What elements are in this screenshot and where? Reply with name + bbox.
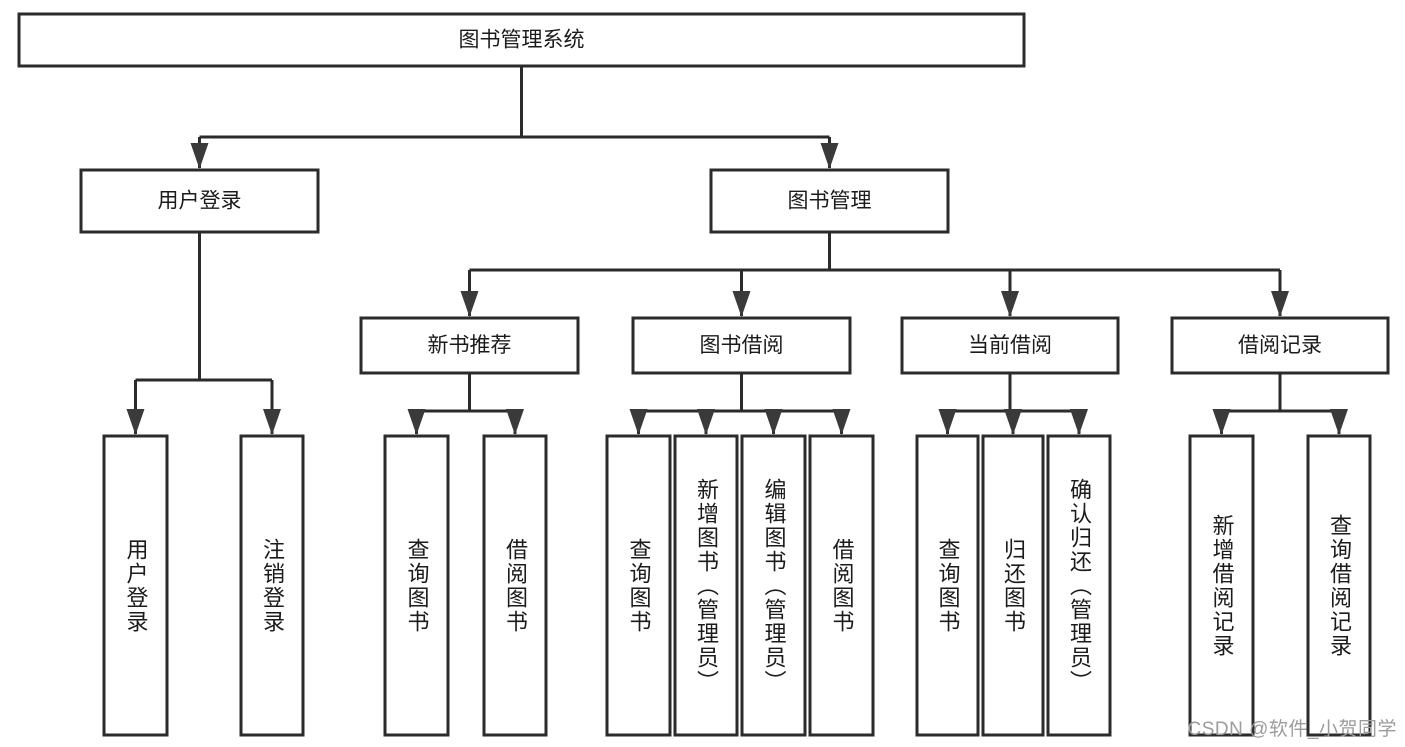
- arrow-down-icon: [1001, 291, 1019, 317]
- arrow-down-icon: [697, 409, 715, 435]
- node-box-leaf-edit-book[interactable]: [740, 434, 807, 737]
- node-box-book-manage[interactable]: [709, 168, 950, 234]
- node-box-book-borrow[interactable]: [631, 316, 852, 375]
- arrow-down-icon: [629, 409, 648, 435]
- node-label-current-borrow: 当前借阅: [968, 334, 1052, 357]
- node-label-user-login: 用户登录: [158, 190, 242, 213]
- node-box-leaf-logout[interactable]: [239, 434, 305, 737]
- node-label-book-borrow: 图书借阅: [700, 334, 784, 357]
- node-box-leaf-confirm-return[interactable]: [1046, 434, 1112, 737]
- node-label-root: 图书管理系统: [459, 29, 585, 52]
- node-box-leaf-borrow-book-2[interactable]: [808, 434, 875, 737]
- arrow-down-icon: [1212, 409, 1231, 435]
- node-box-leaf-query-record[interactable]: [1306, 434, 1372, 737]
- arrow-down-icon: [1330, 409, 1348, 435]
- arrow-down-icon: [126, 409, 145, 435]
- node-box-root[interactable]: [17, 12, 1026, 68]
- arrow-down-icon: [506, 409, 524, 435]
- node-box-user-login[interactable]: [79, 168, 320, 234]
- arrow-down-icon: [732, 291, 751, 317]
- arrow-down-icon: [1070, 409, 1088, 435]
- node-box-leaf-return-book[interactable]: [981, 434, 1045, 737]
- arrow-down-icon: [460, 291, 479, 317]
- node-box-leaf-add-record[interactable]: [1188, 434, 1255, 737]
- arrow-down-icon: [820, 143, 839, 169]
- node-label-borrow-record: 借阅记录: [1238, 334, 1322, 357]
- node-box-leaf-query-book-3[interactable]: [915, 434, 980, 737]
- connector-group: [126, 66, 1348, 435]
- arrow-down-icon: [263, 409, 281, 435]
- node-box-leaf-user-login[interactable]: [102, 434, 169, 737]
- node-box-current-borrow[interactable]: [900, 316, 1120, 375]
- node-box-leaf-query-book-2[interactable]: [605, 434, 672, 737]
- arrow-down-icon: [190, 143, 209, 169]
- arrow-down-icon: [938, 409, 957, 435]
- arrow-down-icon: [764, 409, 783, 435]
- arrow-down-icon: [1271, 291, 1289, 317]
- arrow-down-icon: [1004, 409, 1022, 435]
- node-box-leaf-borrow-book-1[interactable]: [482, 434, 548, 737]
- node-box-borrow-record[interactable]: [1170, 316, 1390, 375]
- node-box-new-book-rec[interactable]: [359, 316, 580, 375]
- node-label-new-book-rec: 新书推荐: [428, 334, 512, 357]
- node-label-book-manage: 图书管理: [788, 190, 872, 213]
- node-box-leaf-add-book[interactable]: [673, 434, 739, 737]
- arrow-down-icon: [832, 409, 851, 435]
- node-box-leaf-query-book-1[interactable]: [383, 434, 450, 737]
- arrow-down-icon: [407, 409, 426, 435]
- watermark-text: CSDN @软件_小贺同学: [1187, 719, 1397, 740]
